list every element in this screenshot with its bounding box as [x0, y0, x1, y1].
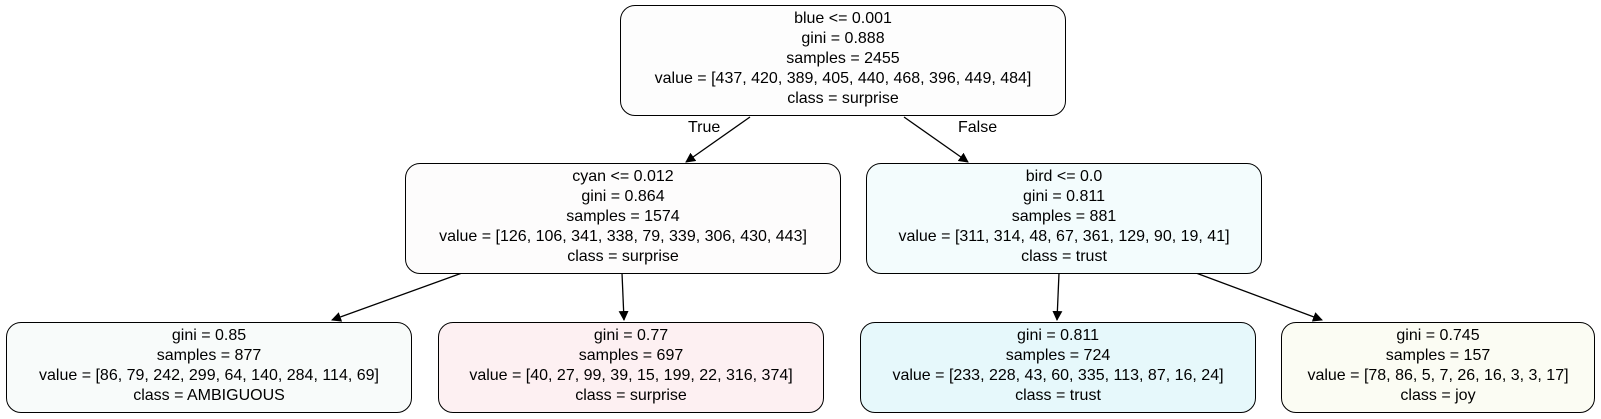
node-class: class = surprise: [575, 387, 687, 404]
edge-root-right: [903, 116, 969, 163]
node-value: value = [126, 106, 341, 338, 79, 339, 30…: [439, 228, 807, 245]
edge-label-true: True: [688, 119, 721, 136]
edge-left-leaf-lr: [618, 272, 629, 321]
tree-leaf-ll: gini = 0.85 samples = 877 value = [86, 7…: [6, 322, 412, 413]
edge-left-leaf-ll: [331, 272, 463, 322]
node-value: value = [437, 420, 389, 405, 440, 468, 3…: [654, 70, 1032, 87]
node-gini: gini = 0.77: [593, 327, 669, 344]
node-split: blue <= 0.001: [794, 10, 892, 27]
tree-node-left: cyan <= 0.012 gini = 0.864 samples = 157…: [405, 163, 841, 274]
node-samples: samples = 2455: [786, 50, 900, 67]
node-samples: samples = 157: [1385, 347, 1491, 364]
node-class: class = joy: [1400, 387, 1476, 404]
node-gini: gini = 0.745: [1396, 327, 1480, 344]
tree-node-right: bird <= 0.0 gini = 0.811 samples = 881 v…: [866, 163, 1262, 274]
node-class: class = AMBIGUOUS: [133, 387, 285, 404]
node-samples: samples = 877: [156, 347, 262, 364]
node-split: cyan <= 0.012: [572, 168, 674, 185]
node-split: bird <= 0.0: [1025, 168, 1103, 185]
node-class: class = surprise: [787, 90, 899, 107]
node-value: value = [233, 228, 43, 60, 335, 113, 87,…: [892, 367, 1224, 384]
node-value: value = [78, 86, 5, 7, 26, 16, 3, 3, 17]: [1307, 367, 1569, 384]
node-value: value = [86, 79, 242, 299, 64, 140, 284,…: [39, 367, 379, 384]
node-samples: samples = 1574: [566, 208, 680, 225]
edge-right-leaf-rr: [1195, 272, 1323, 322]
edge-label-false: False: [958, 119, 998, 136]
node-value: value = [40, 27, 99, 39, 15, 199, 22, 31…: [469, 367, 793, 384]
node-class: class = trust: [1015, 387, 1101, 404]
node-value: value = [311, 314, 48, 67, 361, 129, 90,…: [898, 228, 1230, 245]
tree-node-root: blue <= 0.001 gini = 0.888 samples = 245…: [620, 5, 1066, 116]
edge-right-leaf-rl: [1052, 272, 1063, 321]
node-gini: gini = 0.811: [1017, 327, 1099, 344]
node-gini: gini = 0.85: [171, 327, 247, 344]
node-samples: samples = 724: [1005, 347, 1111, 364]
tree-leaf-lr: gini = 0.77 samples = 697 value = [40, 2…: [438, 322, 824, 413]
node-gini: gini = 0.888: [801, 30, 885, 47]
edge-root-left: [685, 116, 751, 163]
node-gini: gini = 0.811: [1023, 188, 1105, 205]
node-class: class = surprise: [567, 248, 679, 265]
tree-leaf-rl: gini = 0.811 samples = 724 value = [233,…: [860, 322, 1256, 413]
node-samples: samples = 697: [578, 347, 684, 364]
node-gini: gini = 0.864: [581, 188, 665, 205]
node-samples: samples = 881: [1011, 208, 1117, 225]
node-class: class = trust: [1021, 248, 1107, 265]
tree-leaf-rr: gini = 0.745 samples = 157 value = [78, …: [1281, 322, 1595, 413]
